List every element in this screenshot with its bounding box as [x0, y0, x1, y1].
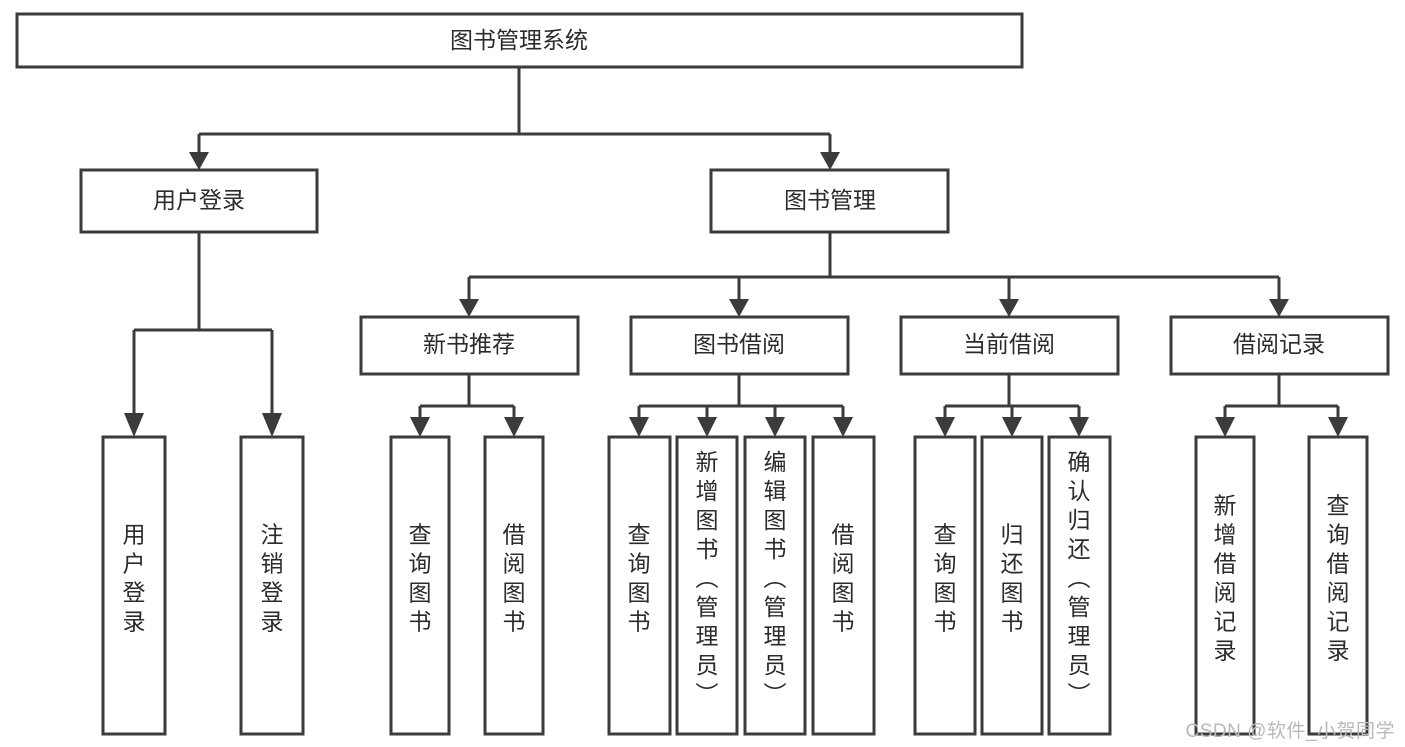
node-book-borrow-box[interactable] [629, 315, 850, 376]
arrow-icon-to-leaf-return-book [1002, 417, 1022, 437]
node-leaf-edit-book-label: 编辑图书︵管理员︶ [764, 449, 787, 707]
arrow-icon-to-leaf-query-book-3 [935, 417, 955, 437]
node-new-book-recommend[interactable]: 新书推荐 [359, 315, 580, 376]
node-leaf-query-book-2-label: 查询图书 [628, 522, 651, 635]
node-borrow-record-label: 借阅记录 [1233, 331, 1325, 357]
node-leaf-user-login-label: 用户登录 [123, 522, 146, 635]
node-user-login-box[interactable] [79, 168, 319, 234]
node-leaf-borrow-book-2-label: 借阅图书 [832, 522, 855, 635]
arrow-icon-to-leaf-borrow-book-1 [504, 417, 524, 437]
connector-borrow-record-to-leaves [1223, 374, 1340, 419]
arrow-icon-to-leaf-query-book-2 [629, 417, 649, 437]
arrow-icon-to-borrow-record [1269, 299, 1289, 317]
node-book-management-label: 图书管理 [784, 187, 876, 213]
node-leaf-query-book-1-box[interactable] [389, 435, 451, 736]
connector-book-management-to-level3 [467, 232, 1281, 301]
node-root-label: 图书管理系统 [450, 27, 588, 53]
node-root-box[interactable] [15, 12, 1024, 69]
node-book-borrow-label: 图书借阅 [693, 331, 785, 357]
node-user-login-label: 用户登录 [153, 187, 245, 213]
node-leaf-add-book[interactable]: 新增图书︵管理员︶ [675, 435, 739, 736]
node-leaf-query-record-label: 查询借阅记录 [1327, 493, 1350, 664]
node-leaf-add-record-label: 新增借阅记录 [1214, 493, 1237, 664]
node-leaf-query-record-box[interactable] [1307, 435, 1369, 736]
node-leaf-add-book-label: 新增图书︵管理员︶ [696, 449, 719, 707]
node-leaf-user-login-box[interactable] [101, 435, 167, 736]
node-new-book-recommend-box[interactable] [359, 315, 580, 376]
node-user-login[interactable]: 用户登录 [79, 168, 319, 234]
node-leaf-edit-book-box[interactable] [743, 435, 807, 736]
node-leaf-add-record[interactable]: 新增借阅记录 [1194, 435, 1256, 736]
node-root[interactable]: 图书管理系统 [15, 12, 1024, 69]
connector-new-book-recommend-to-leaves [418, 374, 516, 419]
arrow-icon-to-user-login [189, 152, 209, 170]
node-leaf-return-book-label: 归还图书 [1001, 522, 1024, 635]
arrowhead-layer [124, 152, 1348, 437]
arrow-icon-to-new-book-recommend [459, 299, 479, 317]
node-leaf-user-logout[interactable]: 注销登录 [239, 435, 305, 736]
node-leaf-add-book-box[interactable] [675, 435, 739, 736]
arrow-icon-to-leaf-user-login [124, 413, 144, 437]
node-current-borrow[interactable]: 当前借阅 [899, 315, 1120, 376]
arrow-icon-to-current-borrow [999, 299, 1019, 317]
node-leaf-query-book-2-box[interactable] [607, 435, 672, 736]
connector-root-to-level2 [197, 67, 832, 155]
node-leaf-confirm-return-label: 确认归还︵管理员︶ [1068, 449, 1091, 707]
arrow-icon-to-leaf-confirm-return [1069, 417, 1089, 437]
node-current-borrow-label: 当前借阅 [963, 331, 1055, 357]
node-leaf-user-login[interactable]: 用户登录 [101, 435, 167, 736]
arrow-icon-to-book-borrow [729, 299, 749, 317]
node-leaf-query-book-1[interactable]: 查询图书 [389, 435, 451, 736]
connector-user-login-to-leaves [132, 232, 274, 415]
node-leaf-borrow-book-2[interactable]: 借阅图书 [811, 435, 876, 736]
node-leaf-confirm-return-box[interactable] [1047, 435, 1112, 736]
node-leaf-query-book-3-box[interactable] [913, 435, 977, 736]
node-borrow-record-box[interactable] [1169, 315, 1390, 376]
connector-layer [132, 67, 1340, 419]
node-leaf-query-record[interactable]: 查询借阅记录 [1307, 435, 1369, 736]
node-leaf-query-book-1-label: 查询图书 [409, 522, 432, 635]
arrow-icon-to-leaf-query-record [1328, 417, 1348, 437]
node-leaf-query-book-2[interactable]: 查询图书 [607, 435, 672, 736]
arrow-icon-to-leaf-edit-book [765, 417, 785, 437]
arrow-icon-to-leaf-add-book [697, 417, 717, 437]
node-leaf-borrow-book-2-box[interactable] [811, 435, 876, 736]
arrow-icon-to-leaf-add-record [1215, 417, 1235, 437]
node-leaf-borrow-book-1-box[interactable] [483, 435, 545, 736]
arrow-icon-to-leaf-borrow-book-2 [833, 417, 853, 437]
node-book-management-box[interactable] [709, 168, 950, 234]
node-leaf-borrow-book-1[interactable]: 借阅图书 [483, 435, 545, 736]
node-leaf-query-book-3[interactable]: 查询图书 [913, 435, 977, 736]
arrow-icon-to-book-management [820, 152, 840, 170]
arrow-icon-to-leaf-query-book-1 [410, 417, 430, 437]
node-leaf-return-book-box[interactable] [980, 435, 1044, 736]
node-leaf-add-record-box[interactable] [1194, 435, 1256, 736]
connector-current-borrow-to-leaves [943, 374, 1081, 419]
node-leaf-edit-book[interactable]: 编辑图书︵管理员︶ [743, 435, 807, 736]
node-leaf-confirm-return[interactable]: 确认归还︵管理员︶ [1047, 435, 1112, 736]
node-leaf-user-logout-label: 注销登录 [261, 522, 284, 635]
node-book-management[interactable]: 图书管理 [709, 168, 950, 234]
node-new-book-recommend-label: 新书推荐 [423, 331, 515, 357]
node-borrow-record[interactable]: 借阅记录 [1169, 315, 1390, 376]
node-current-borrow-box[interactable] [899, 315, 1120, 376]
connector-book-borrow-to-leaves [637, 374, 845, 419]
node-leaf-borrow-book-1-label: 借阅图书 [503, 522, 526, 635]
node-leaf-user-logout-box[interactable] [239, 435, 305, 736]
node-book-borrow[interactable]: 图书借阅 [629, 315, 850, 376]
node-leaf-return-book[interactable]: 归还图书 [980, 435, 1044, 736]
csdn-watermark: CSDN @软件_小贺同学 [1185, 721, 1395, 742]
arrow-icon-to-leaf-user-logout [262, 413, 282, 437]
node-leaf-query-book-3-label: 查询图书 [934, 522, 957, 635]
